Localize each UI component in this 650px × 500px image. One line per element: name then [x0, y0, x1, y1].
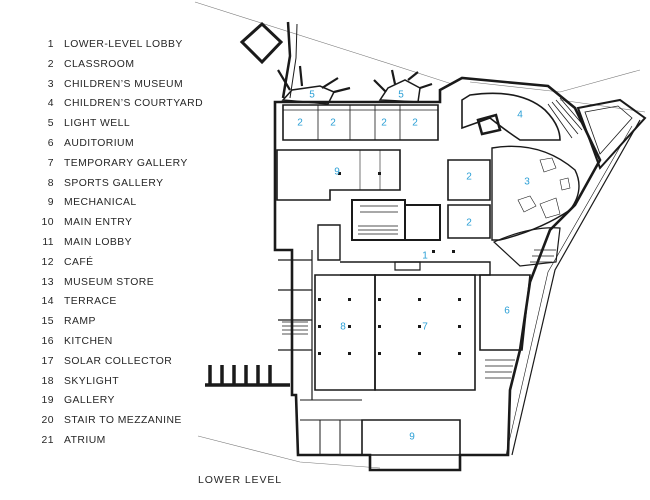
site-line: [194, 1, 453, 85]
classroom-small-b: [447, 204, 491, 239]
room-label: 2: [466, 172, 472, 183]
courtyard-stair: [476, 113, 502, 136]
museum-curve: [492, 227, 561, 267]
mechanical-divider: [359, 150, 381, 190]
loading-dock: [205, 365, 290, 387]
classroom-small-a: [447, 159, 491, 201]
auditorium-seats: [485, 359, 515, 379]
lobby-desk: [394, 261, 421, 271]
mechanical-room-north: [276, 149, 401, 201]
temporary-gallery: [374, 274, 476, 391]
light-well-left: [281, 85, 336, 105]
room-labels: 5 5 2 2 2 2 4 9 2 3 2 1 6 8 7 9: [297, 90, 530, 443]
light-well-right: [378, 79, 421, 103]
room-label: 2: [466, 218, 472, 229]
exhibit-shape: [559, 177, 571, 191]
room-label: 1: [422, 251, 428, 262]
room-label: 2: [330, 118, 336, 129]
room-label: 5: [309, 90, 315, 101]
level-caption: LOWER LEVEL: [198, 474, 283, 486]
auditorium: [479, 274, 531, 351]
room-label: 3: [524, 177, 530, 188]
room-label: 8: [340, 322, 346, 333]
east-wedge-inner: [584, 105, 633, 155]
site-line: [197, 435, 381, 469]
pavilion-outline: [239, 21, 284, 65]
room-label: 2: [412, 118, 418, 129]
east-edge: [505, 125, 633, 456]
room-label: 9: [334, 167, 340, 178]
building-outline: [273, 76, 602, 472]
room-label: 6: [504, 306, 510, 317]
west-stair: [282, 321, 308, 335]
west-rooms: [278, 250, 313, 400]
column-grid: [318, 172, 461, 355]
classroom-dividers: [283, 105, 438, 140]
childrens-museum-wall: [491, 145, 580, 241]
site-line: [559, 99, 646, 113]
core-block-east: [404, 204, 441, 241]
room-label: 2: [297, 118, 303, 129]
room-label: 5: [398, 90, 404, 101]
mechanical-room-south: [361, 419, 461, 456]
exhibit-shape: [539, 157, 557, 173]
lower-level-lobby: [340, 261, 491, 276]
exhibit-shape: [539, 197, 561, 219]
east-edge: [511, 119, 641, 456]
classroom-row: [282, 104, 439, 141]
site-wall: [289, 23, 298, 99]
courtyard-steps: [547, 97, 585, 139]
east-wedge: [576, 98, 647, 170]
light-well-struts: [277, 65, 433, 94]
room-label: 4: [517, 110, 523, 121]
room-label: 2: [381, 118, 387, 129]
ramp: [317, 224, 341, 261]
room-label: 7: [422, 322, 428, 333]
room-label: 9: [409, 432, 415, 443]
museum-stair: [530, 249, 556, 263]
exhibit-shape: [517, 195, 537, 213]
south-rooms: [300, 399, 362, 455]
site-line: [469, 69, 641, 93]
courtyard-wall: [461, 92, 561, 141]
stair-lines: [358, 205, 398, 235]
